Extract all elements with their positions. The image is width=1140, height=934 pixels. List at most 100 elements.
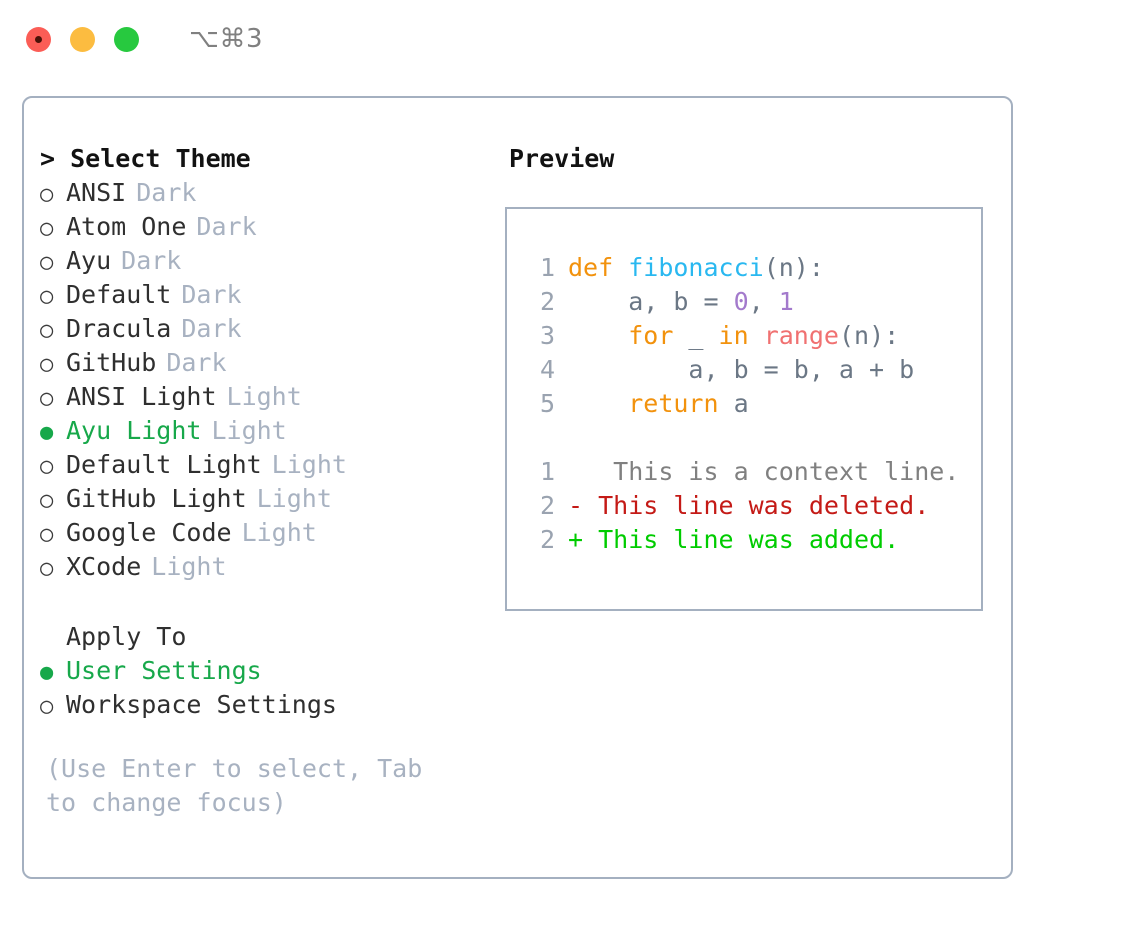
code-token-plain: (n):	[838, 321, 900, 350]
radio-selected-icon: ●	[40, 420, 54, 445]
theme-name-label: Default	[66, 280, 172, 309]
select-theme-header: > Select Theme	[40, 144, 251, 173]
theme-variant-tag: Light	[151, 552, 227, 581]
theme-list-item[interactable]: ● Ayu Light Light	[40, 414, 492, 448]
apply-to-header-label: Apply To	[66, 622, 187, 651]
code-token-plain	[568, 387, 628, 421]
apply-to-header: Apply To	[40, 620, 492, 654]
diff-block: 1 This is a context line.2- This line wa…	[521, 455, 981, 557]
theme-variant-tag: Dark	[121, 246, 182, 275]
line-number: 2	[539, 287, 555, 316]
radio-unselected-icon: ○	[40, 386, 54, 411]
theme-name-label: Dracula	[66, 314, 172, 343]
maximize-button-icon[interactable]	[114, 26, 139, 52]
radio-unselected-icon: ○	[40, 216, 54, 241]
line-number: 5	[539, 389, 555, 418]
theme-variant-tag: Dark	[181, 314, 242, 343]
theme-variant-tag: Dark	[181, 280, 242, 309]
theme-name-label: Google Code	[66, 518, 232, 547]
apply-to-list: ●User Settings ○ Workspace Settings	[40, 654, 492, 722]
keyboard-shortcut-label: ⌥⌘3	[189, 24, 264, 54]
code-token-keyword: def	[568, 253, 629, 282]
code-token-keyword: in	[718, 321, 749, 350]
diff-text: This line was deleted.	[583, 491, 930, 520]
radio-unselected-icon: ○	[40, 318, 54, 343]
diff-text: This line was added.	[583, 525, 900, 554]
line-number: 2	[539, 491, 555, 520]
theme-name-label: Default Light	[66, 450, 262, 479]
title-bar: ⌥⌘3	[0, 0, 1140, 78]
radio-unselected-icon: ○	[40, 284, 54, 309]
radio-unselected-icon: ○	[40, 556, 54, 581]
code-token-plain: a	[718, 389, 749, 418]
theme-list-item[interactable]: ○ Google Code Light	[40, 516, 492, 550]
apply-to-item[interactable]: ●User Settings	[40, 654, 492, 688]
traffic-lights	[26, 26, 139, 52]
theme-name-label: GitHub	[66, 348, 157, 377]
theme-variant-tag: Light	[226, 382, 302, 411]
close-button-icon[interactable]	[26, 26, 51, 52]
theme-list-item[interactable]: ○ Ayu Dark	[40, 244, 492, 278]
theme-variant-tag: Dark	[196, 212, 257, 241]
diff-sign: -	[568, 491, 584, 520]
minimize-button-icon[interactable]	[70, 26, 95, 52]
line-number: 1	[539, 457, 555, 486]
theme-variant-tag: Light	[241, 518, 317, 547]
diff-line-added: 2 + This line was added.	[521, 523, 981, 557]
code-token-number: 0	[733, 287, 749, 316]
code-token-plain	[749, 319, 764, 353]
section-spacer	[40, 584, 492, 620]
code-token-plain: _	[673, 321, 719, 350]
theme-list-item[interactable]: ○ GitHub Dark	[40, 346, 492, 380]
code-token-number: 1	[778, 287, 794, 316]
radio-unselected-icon: ○	[40, 250, 54, 275]
diff-line-context: 1 This is a context line.	[521, 455, 981, 489]
code-token-keyword: return	[628, 389, 719, 418]
code-token-plain: (n):	[763, 253, 824, 282]
theme-name-label: Ayu	[66, 246, 112, 275]
theme-name-label: Ayu Light	[66, 416, 202, 445]
radio-unselected-icon: ○	[40, 694, 54, 719]
theme-list-item[interactable]: ○ Default Dark	[40, 278, 492, 312]
code-token-keyword: for	[628, 321, 674, 350]
apply-to-label: Workspace Settings	[66, 690, 337, 719]
radio-unselected-icon: ○	[40, 182, 54, 207]
code-token-builtin: range	[763, 321, 839, 350]
code-line: 5 return a	[521, 387, 981, 421]
apply-to-item[interactable]: ○ Workspace Settings	[40, 688, 492, 722]
theme-variant-tag: Dark	[166, 348, 227, 377]
code-line: 4 a, b = b, a + b	[521, 353, 981, 387]
diff-sign: +	[568, 525, 584, 554]
code-token-plain: a, b =	[568, 287, 734, 316]
code-token-plain: a, b = b, a + b	[568, 355, 915, 384]
line-number: 2	[539, 525, 555, 554]
diff-line-deleted: 2- This line was deleted.	[521, 489, 981, 523]
theme-variant-tag: Dark	[136, 178, 197, 207]
line-number: 3	[539, 321, 555, 350]
radio-unselected-icon: ○	[40, 352, 54, 377]
theme-variant-tag: Light	[211, 416, 287, 445]
code-line: 3 for _ in range(n):	[521, 319, 981, 353]
apply-to-label: User Settings	[66, 656, 262, 685]
radio-unselected-icon: ○	[40, 522, 54, 547]
diff-sign	[568, 455, 583, 489]
code-token-function: fibonacci	[628, 253, 764, 282]
code-line: 2 a, b = 0, 1	[521, 285, 981, 319]
code-token-plain: ,	[748, 287, 779, 316]
radio-unselected-icon: ○	[40, 488, 54, 513]
theme-list-item[interactable]: ○ Dracula Dark	[40, 312, 492, 346]
theme-variant-tag: Light	[256, 484, 332, 513]
